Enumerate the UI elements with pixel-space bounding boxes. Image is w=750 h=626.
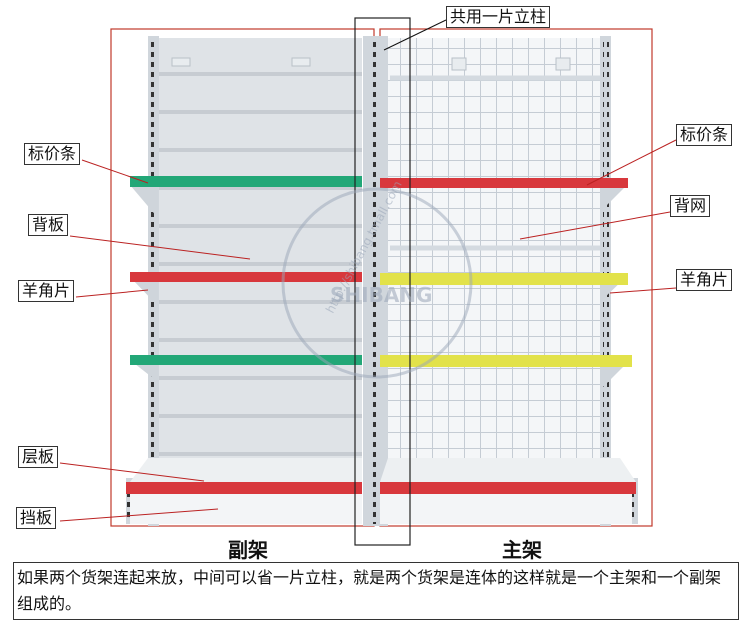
shelf-left-2 — [130, 272, 362, 282]
label-bracket-left: 羊角片 — [18, 280, 75, 302]
shelf-right-2 — [380, 273, 628, 285]
label-bracket-right: 羊角片 — [676, 269, 733, 291]
bottom-shelf-left — [130, 458, 362, 482]
baffle-right — [380, 494, 632, 524]
title-secondary-rack: 副架 — [228, 538, 268, 562]
bottom-shelf-right — [380, 458, 636, 482]
shelf-left-3 — [130, 355, 362, 365]
label-back-panel: 背板 — [28, 214, 69, 236]
base-right-post — [630, 478, 638, 524]
caption: 如果两个货架连起来放，中间可以省一片立柱，就是两个货架是连体的这样就是一个主架和… — [13, 562, 739, 620]
watermark-ring — [281, 187, 473, 379]
shelf-right-1 — [380, 178, 628, 188]
shelf-right-3 — [380, 355, 632, 367]
baffle-left — [130, 494, 362, 524]
shared-post-leader — [383, 19, 447, 51]
callout-lines — [59, 139, 677, 522]
title-main-rack: 主架 — [502, 538, 542, 562]
watermark-logo: SHIBANG — [330, 283, 433, 307]
label-price-strip-right: 标价条 — [676, 124, 733, 146]
shared-post-frame — [354, 17, 411, 546]
label-shared-post: 共用一片立柱 — [446, 6, 551, 28]
brackets — [130, 185, 630, 390]
label-shelf-board: 层板 — [18, 446, 59, 468]
label-back-net: 背网 — [670, 195, 711, 217]
baffle-left-strip — [126, 482, 362, 494]
shelf-left-1 — [130, 176, 362, 187]
baffle-right-strip — [380, 482, 636, 494]
label-baffle: 挡板 — [16, 507, 57, 529]
label-price-strip-left: 标价条 — [24, 143, 81, 165]
